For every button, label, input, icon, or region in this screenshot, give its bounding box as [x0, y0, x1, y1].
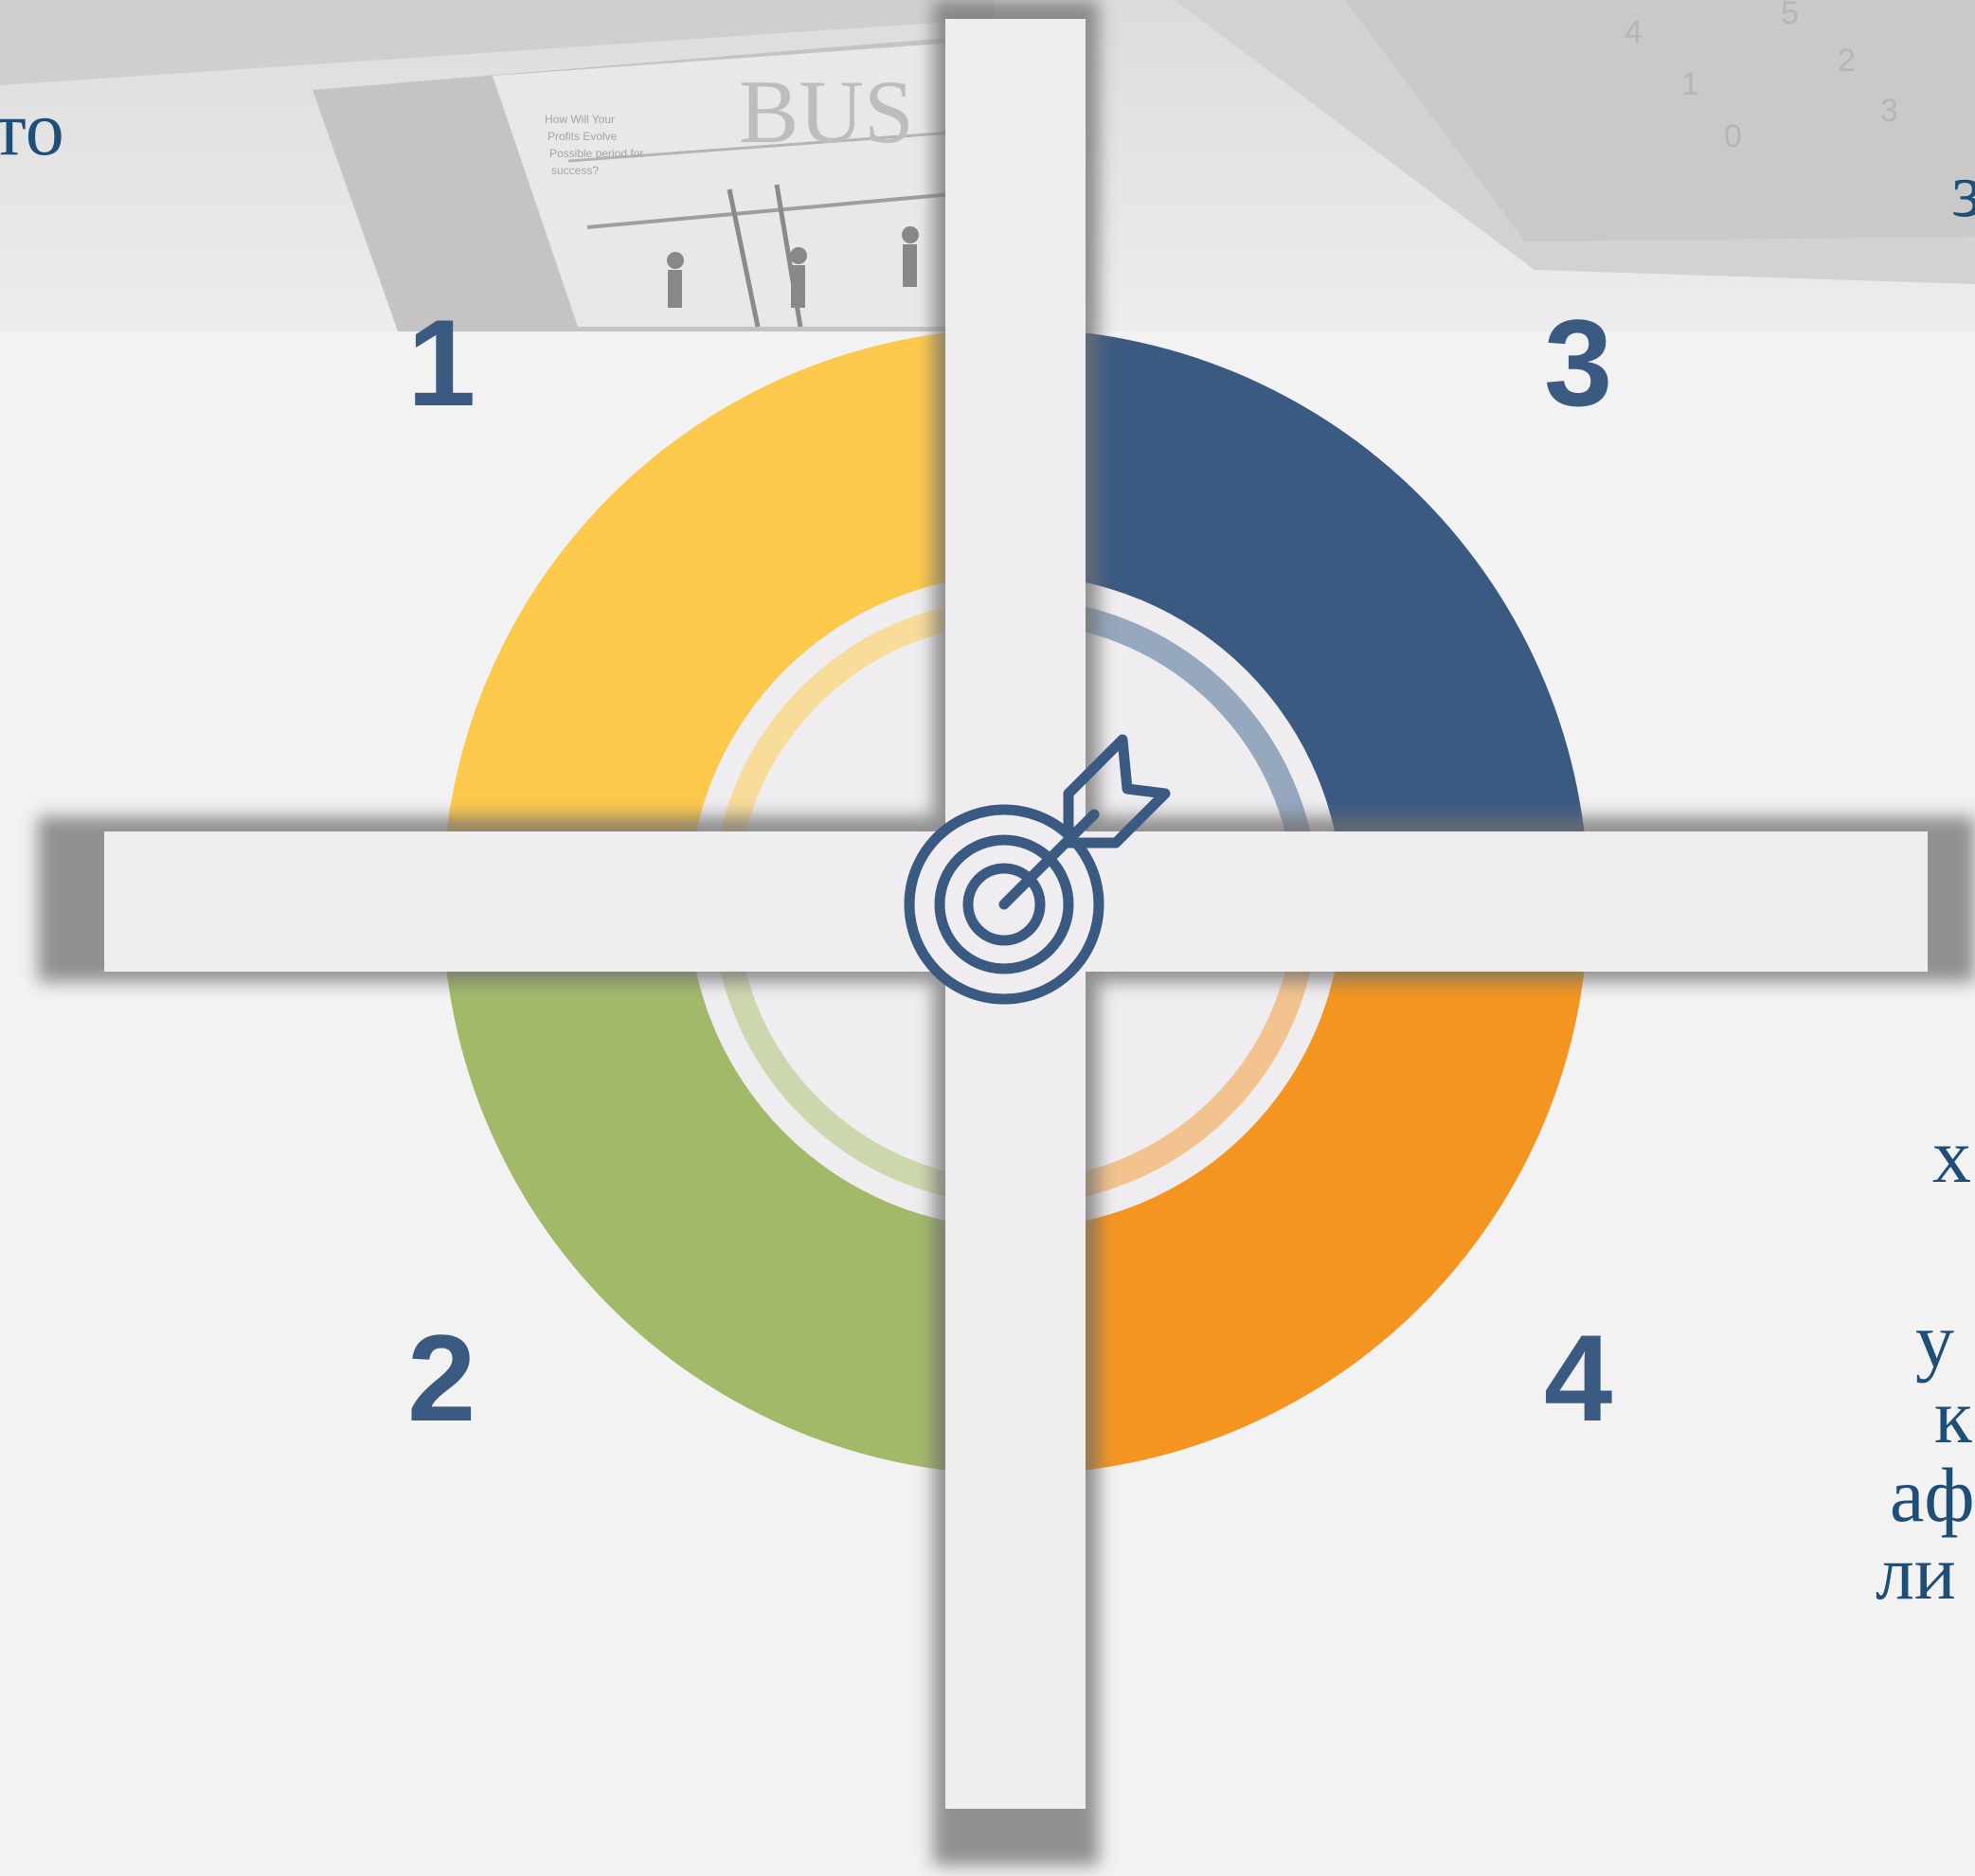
keypad-key-5: 5 [1781, 0, 1799, 31]
segment-number-3: 3 [1544, 294, 1613, 432]
keypad-key-3: 3 [1880, 93, 1898, 129]
newspaper-line-1: How Will Your [545, 113, 615, 126]
keypad-key-2: 2 [1838, 43, 1856, 79]
segment-number-1: 1 [407, 294, 476, 432]
banner-photo: BUS How Will Your Profits Evolve Possibl… [0, 0, 1975, 331]
segment-number-2: 2 [407, 1309, 476, 1447]
text-fragment-top-left: то [0, 85, 64, 171]
text-fragment-right-1: х [1932, 1113, 1971, 1199]
newspaper-headline: BUS [739, 62, 914, 162]
newspaper-line-3: Possible period for [549, 147, 643, 160]
segment-number-4: 4 [1544, 1309, 1613, 1447]
horizontal-bar [104, 831, 1928, 972]
keypad-key-4: 4 [1625, 14, 1643, 50]
newspaper-line-4: success? [551, 164, 599, 177]
target-arrow-icon [904, 734, 1171, 1005]
crosshair-bars [104, 19, 1928, 1809]
text-fragment-right-5: ли [1876, 1529, 1956, 1616]
text-fragment-right-4: аф [1890, 1452, 1975, 1538]
keypad-key-0: 0 [1724, 118, 1742, 154]
text-fragment-top-right: з [1951, 147, 1975, 233]
newspaper-line-2: Profits Evolve [548, 130, 618, 143]
keypad-key-1: 1 [1681, 66, 1699, 102]
text-fragment-right-2: у [1915, 1297, 1954, 1384]
text-fragment-right-3: к [1934, 1373, 1972, 1459]
